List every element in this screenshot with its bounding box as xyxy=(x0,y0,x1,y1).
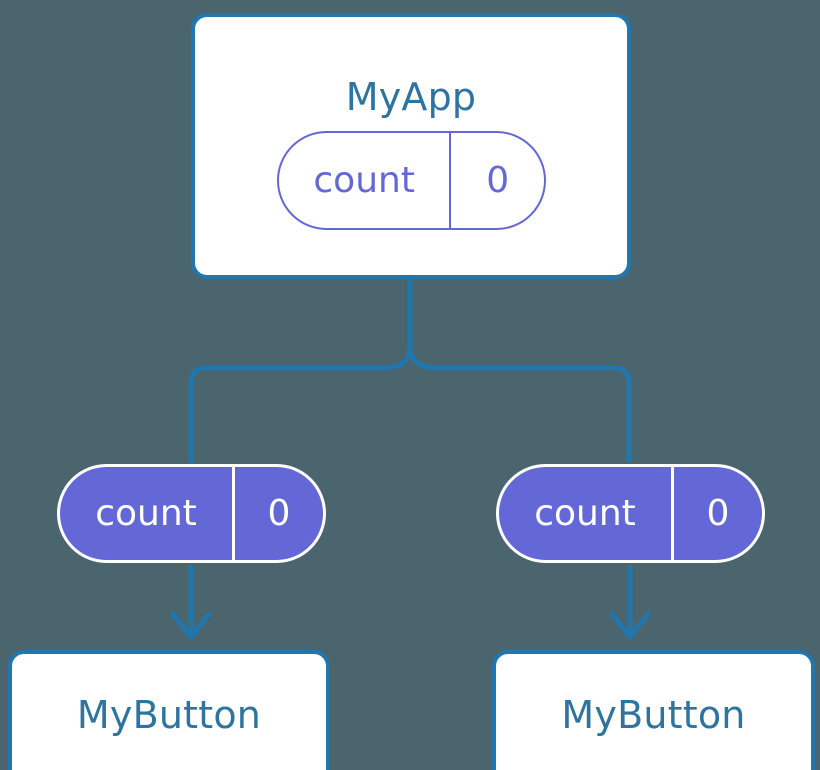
state-pill-count[interactable]: count 0 xyxy=(277,131,546,230)
component-box-mybutton-right[interactable]: MyButton xyxy=(492,650,815,770)
prop-pill-right-key: count xyxy=(499,467,674,560)
state-pill-key: count xyxy=(279,133,452,228)
prop-pill-right-value: 0 xyxy=(706,492,730,534)
prop-pill-left-key: count xyxy=(60,467,235,560)
connector-branch-left xyxy=(188,344,413,462)
prop-pill-left-value: 0 xyxy=(267,492,291,534)
component-title-myapp: MyApp xyxy=(345,75,477,119)
component-box-mybutton-left[interactable]: MyButton xyxy=(8,650,330,770)
prop-pill-left[interactable]: count 0 xyxy=(57,464,326,563)
prop-pill-right[interactable]: count 0 xyxy=(496,464,765,563)
state-pill-value: 0 xyxy=(486,159,510,201)
arrow-head-left-icon xyxy=(170,611,212,640)
component-title-mybutton-left: MyButton xyxy=(76,693,262,737)
connector-branch-right xyxy=(407,344,632,462)
arrow-head-right-icon xyxy=(609,611,651,640)
component-title-mybutton-right: MyButton xyxy=(561,693,746,737)
